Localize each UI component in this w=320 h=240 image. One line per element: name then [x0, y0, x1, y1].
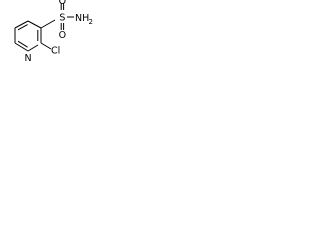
bond-c3-c2 [27, 20, 42, 29]
bond-c2-cl [40, 42, 52, 50]
oxygen-bottom-label: O [59, 30, 66, 41]
sulfur-label: S [59, 13, 65, 24]
pyridine-ring [14, 20, 42, 52]
bond-c3-s [40, 19, 56, 29]
bond-c6-c5 [14, 42, 29, 52]
amine-label: NH [75, 13, 89, 24]
bond-c6-c5-double [17, 40, 28, 48]
chemical-structure-diagram: O S O NH 2 Cl N [14, 0, 93, 64]
substituent-bonds [40, 3, 74, 50]
chlorine-label: Cl [51, 46, 60, 57]
bond-c4-c3 [14, 20, 29, 29]
bond-n1-c6 [27, 44, 39, 52]
bond-c4-c3-double [17, 24, 28, 31]
amine-subscript-label: 2 [89, 18, 93, 26]
ring-nitrogen-label: N [24, 53, 31, 64]
oxygen-top-label: O [59, 0, 66, 7]
structure-canvas: O S O NH 2 Cl N [0, 0, 94, 72]
